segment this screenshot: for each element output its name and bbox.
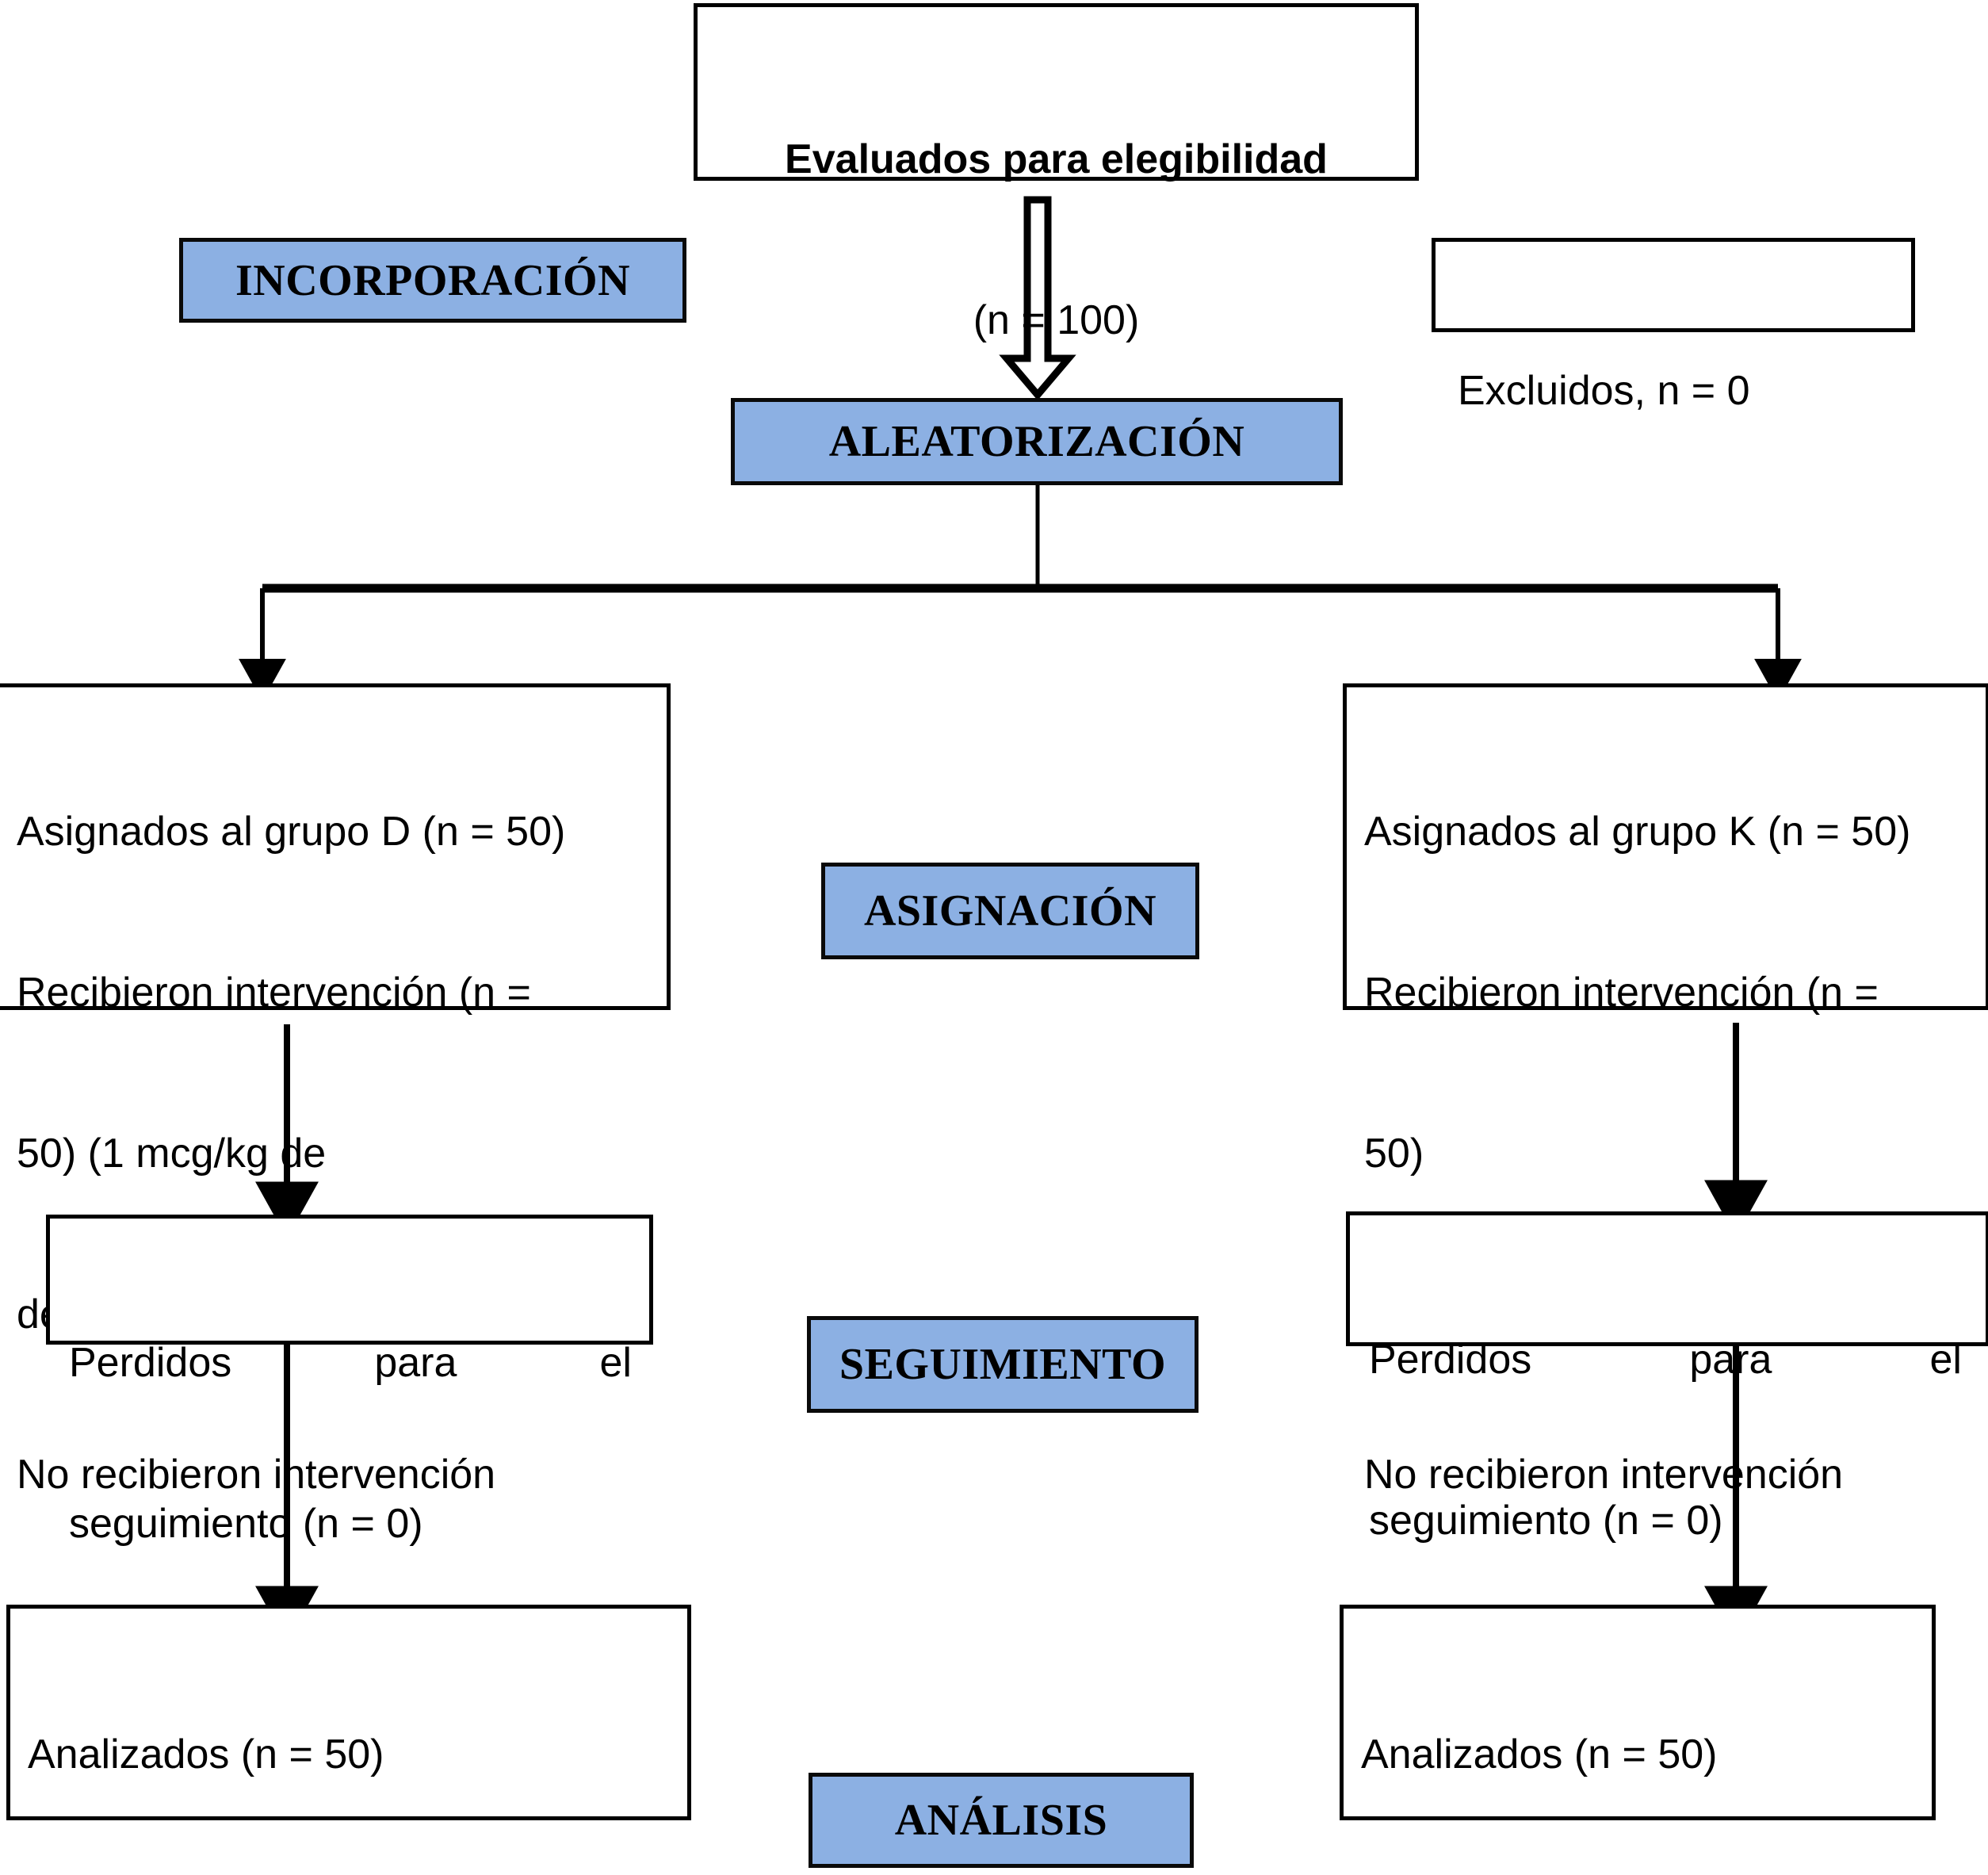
node-analysis-left: Analizados (n = 50) Excluidos del estudi… <box>6 1605 691 1820</box>
node-allocation-left: Asignados al grupo D (n = 50) Recibieron… <box>0 683 671 1659</box>
stage-randomization-label: ALEATORIZACIÓN <box>828 417 1245 466</box>
node-followup-right: Perdidos para el seguimiento (n = 0) <box>1346 1211 1988 1544</box>
node-analysis-right: Analizados (n = 50) Excluidos del estudi… <box>1340 1605 1936 1820</box>
followup-left-line2: seguimiento (n = 0) <box>69 1500 423 1547</box>
followup-right-line2: seguimiento (n = 0) <box>1369 1497 1723 1544</box>
stage-analysis: ANÁLISIS <box>809 1773 1194 1868</box>
stage-followup-label: SEGUIMIENTO <box>839 1340 1167 1389</box>
allocation-right-line3: 50) <box>1364 1130 1424 1177</box>
node-eligibility: Evaluados para elegibilidad (n = 100) <box>694 3 1419 343</box>
followup-right-line1: Perdidos para el <box>1369 1337 1962 1383</box>
followup-left-line1: Perdidos para el <box>69 1340 632 1387</box>
allocation-left-line5: No recibieron intervención <box>17 1452 496 1498</box>
allocation-right-line2: Recibieron intervención (n = <box>1364 969 1879 1016</box>
stage-analysis-label: ANÁLISIS <box>894 1796 1108 1845</box>
allocation-left-line1: Asignados al grupo D (n = 50) <box>17 809 566 855</box>
stage-enrollment: INCORPORACIÓN <box>179 238 686 323</box>
node-allocation-right: Asignados al grupo K (n = 50) Recibieron… <box>1343 683 1988 1659</box>
stage-allocation: ASIGNACIÓN <box>821 863 1199 959</box>
allocation-right-line5: No recibieron intervención <box>1364 1452 1844 1498</box>
node-followup-left: Perdidos para el seguimiento (n = 0) <box>46 1215 653 1547</box>
stage-enrollment-label: INCORPORACIÓN <box>235 255 631 305</box>
allocation-left-line3: 50) (1 mcg/kg de <box>17 1130 327 1177</box>
analysis-right-line1: Analizados (n = 50) <box>1361 1732 1718 1778</box>
allocation-right-line1: Asignados al grupo K (n = 50) <box>1364 809 1911 855</box>
excluded-text: Excluidos, n = 0 <box>1458 368 1750 415</box>
stage-allocation-label: ASIGNACIÓN <box>863 886 1157 936</box>
analysis-left-line1: Analizados (n = 50) <box>28 1732 384 1778</box>
stage-followup: SEGUIMIENTO <box>807 1316 1199 1413</box>
allocation-left-line2: Recibieron intervención (n = <box>17 969 531 1016</box>
eligibility-count: (n = 100) <box>973 297 1140 343</box>
eligibility-title: Evaluados para elegibilidad <box>785 136 1328 183</box>
node-excluded: Excluidos, n = 0 <box>1432 238 1915 414</box>
stage-randomization: ALEATORIZACIÓN <box>731 398 1343 485</box>
